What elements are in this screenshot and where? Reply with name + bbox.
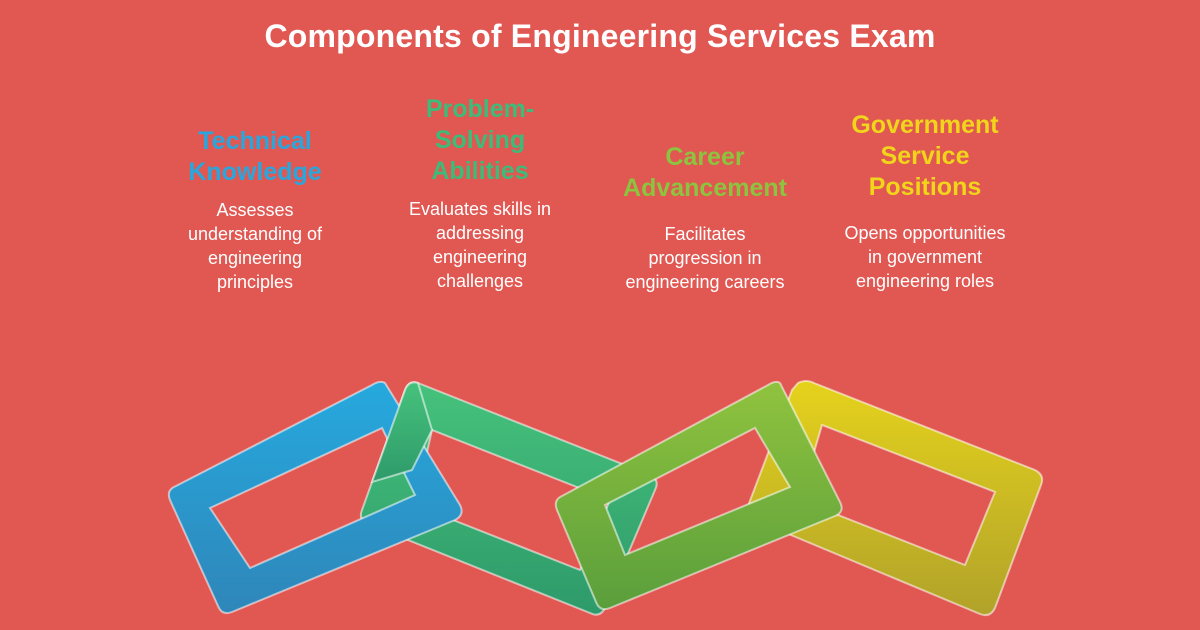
component-government-service: Government Service Positions Opens oppor…	[810, 110, 1040, 293]
component-description: Assesses understanding of engineering pr…	[187, 200, 323, 292]
component-description: Facilitates progression in engineering c…	[625, 224, 785, 292]
component-heading: Government Service Positions	[851, 111, 999, 201]
component-description: Opens opportunities in government engine…	[844, 223, 1006, 291]
diagram-title: Components of Engineering Services Exam	[264, 18, 936, 54]
chain-link-career-advancement	[554, 380, 843, 611]
chain-link-overlap	[370, 381, 434, 484]
component-technical-knowledge: Technical Knowledge Assesses understandi…	[140, 126, 370, 294]
component-problem-solving: Problem- Solving Abilities Evaluates ski…	[365, 94, 595, 293]
component-heading: Technical Knowledge	[188, 127, 322, 186]
component-heading: Problem- Solving Abilities	[425, 95, 535, 185]
component-description: Evaluates skills in addressing engineeri…	[408, 199, 552, 291]
component-heading: Career Advancement	[623, 143, 787, 202]
component-career-advancement: Career Advancement Facilitates progressi…	[590, 142, 820, 294]
